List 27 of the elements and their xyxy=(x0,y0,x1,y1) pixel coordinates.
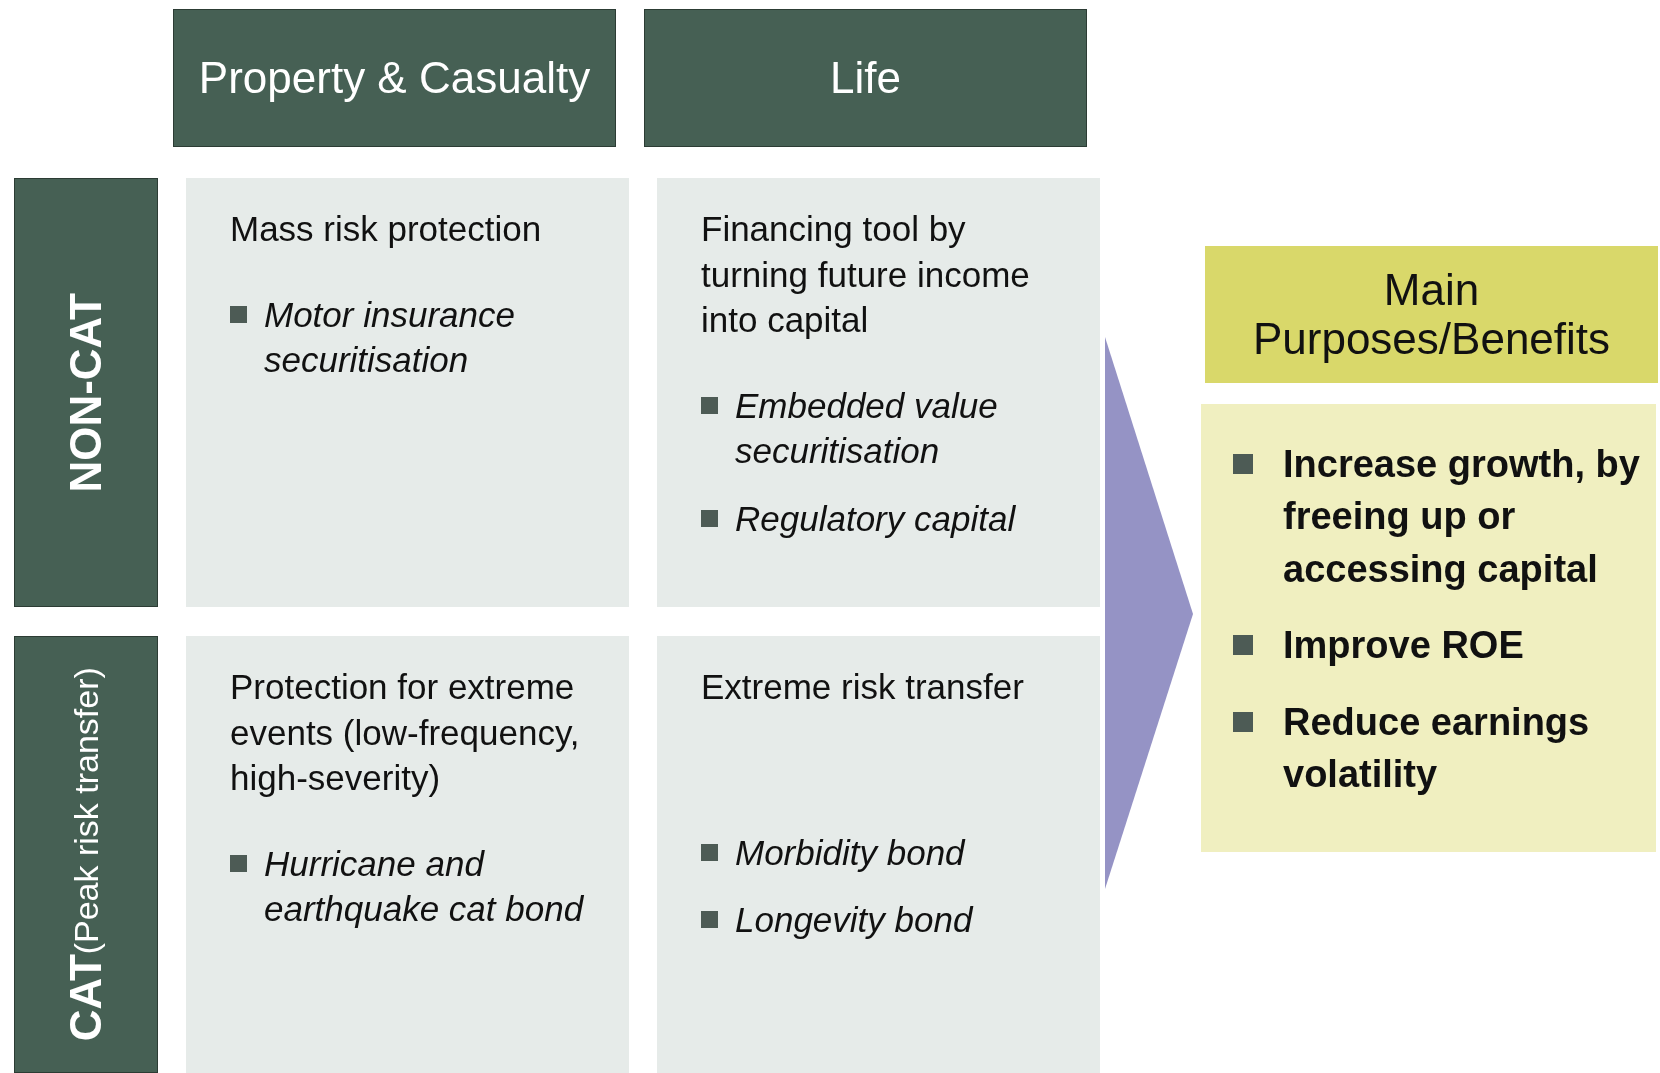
chevron-arrow xyxy=(1105,337,1193,889)
bullet-item: Embedded value securitisation xyxy=(701,382,1070,474)
row-header xyxy=(14,178,158,607)
bullet-item: Improve ROE xyxy=(1233,619,1642,672)
matrix-cell xyxy=(186,178,629,607)
bullet-item: Motor insurance securitisation xyxy=(230,291,599,383)
column-header: Life xyxy=(644,9,1087,147)
cell-heading: Mass risk protection xyxy=(230,208,543,250)
column-header: Property & Casualty xyxy=(173,9,616,147)
matrix-cell xyxy=(657,636,1100,1073)
bullet-item: Regulatory capital xyxy=(701,495,1070,541)
bullet-item: Reduce earnings volatility xyxy=(1233,695,1642,801)
row-title: CAT xyxy=(61,954,111,1042)
bullet-item: Morbidity bond xyxy=(701,829,1070,875)
benefits-panel xyxy=(1201,404,1656,852)
row-subtitle: (Peak risk transfer) xyxy=(66,667,106,955)
matrix-cell xyxy=(657,178,1100,607)
cell-heading: Protection for extreme events (low-frequency, high-severity) xyxy=(230,666,581,799)
row-title: NON-CAT xyxy=(61,292,111,493)
cell-heading: Financing tool by turning future income into capital xyxy=(701,208,1031,341)
bullet-item: Longevity bond xyxy=(701,897,1070,943)
cell-heading: Extreme risk transfer xyxy=(701,666,1025,708)
bullet-item: Hurricane and earthquake cat bond xyxy=(230,840,599,932)
matrix-cell xyxy=(186,636,629,1073)
benefits-header: Main Purposes/Benefits xyxy=(1205,246,1658,383)
row-header xyxy=(14,636,158,1073)
bullet-item: Increase growth, by freeing up or accessing capital xyxy=(1233,438,1642,596)
